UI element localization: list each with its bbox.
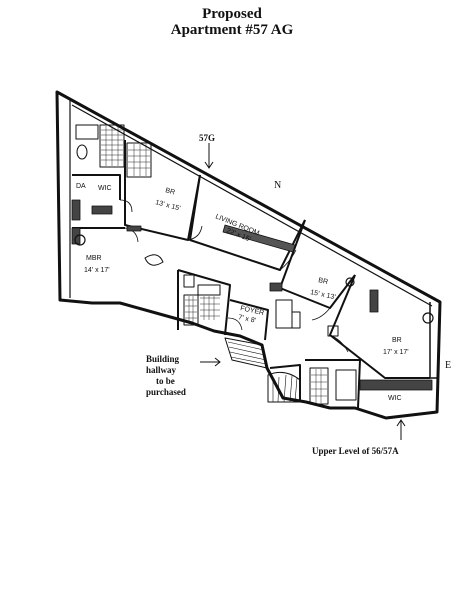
room-br3-name: BR — [392, 337, 402, 344]
room-br1-name: BR — [164, 187, 175, 196]
outer-wall — [55, 90, 442, 420]
partition-kitchen — [177, 269, 231, 336]
title-proposed: Proposed — [202, 6, 262, 22]
partition-living — [189, 174, 306, 271]
partition-br3 — [329, 274, 430, 379]
room-br2-name: BR — [318, 277, 329, 286]
partition-br2 — [279, 219, 356, 309]
room-br2-size: 15' x 13' — [310, 289, 337, 301]
arrow-57g — [204, 143, 214, 169]
room-foyer-name: FOYER — [240, 305, 265, 317]
room-wic-right: WIC — [388, 395, 402, 402]
spiral-stair — [267, 371, 301, 403]
room-br3-size: 17' x 17' — [383, 349, 409, 356]
hallway-note-line3: to be — [156, 376, 175, 386]
hallway-note-line4: purchased — [146, 387, 186, 397]
room-mbr-size: 14' x 17' — [84, 267, 110, 274]
partition-foyer — [229, 299, 269, 341]
partition-lower-bath — [269, 359, 361, 409]
unit-marker-57g: 57G — [199, 133, 215, 143]
compass-north: N — [274, 180, 281, 191]
hallway-note-line2: hallway — [146, 365, 177, 375]
inner-wall-north — [71, 104, 433, 307]
arrow-upper-level — [396, 419, 406, 440]
building-hallway — [224, 337, 268, 369]
arrow-hallway — [200, 357, 221, 367]
room-wic-left: WIC — [98, 185, 112, 192]
room-da: DA — [76, 183, 86, 190]
room-br1-size: 13' x 15' — [154, 199, 181, 212]
room-mbr-name: MBR — [86, 255, 102, 262]
upper-level-note: Upper Level of 56/57A — [312, 446, 399, 456]
hallway-note-line1: Building — [146, 354, 180, 364]
partition-wic — [72, 174, 121, 200]
title-apartment: Apartment #57 AG — [170, 22, 294, 38]
compass-east: E — [445, 360, 451, 371]
room-foyer-size: 7' x 8' — [238, 314, 257, 325]
